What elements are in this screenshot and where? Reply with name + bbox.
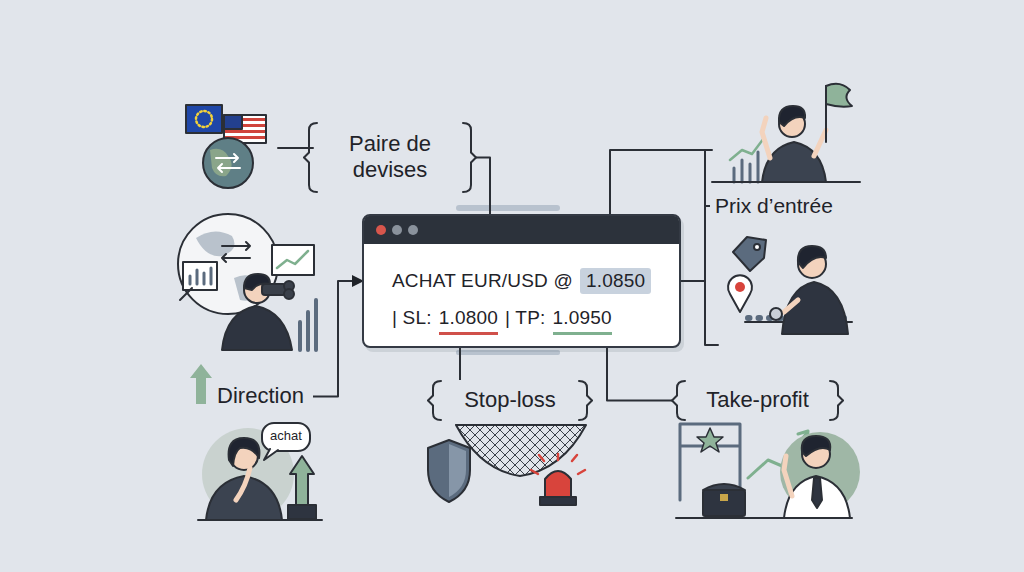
label-text: Stop-loss <box>464 387 556 413</box>
safety-net-figure <box>428 425 586 505</box>
leader-line <box>705 150 718 345</box>
label-box: Take-profit <box>671 379 844 422</box>
label-text: Direction <box>217 383 304 409</box>
target-figure <box>676 424 860 518</box>
connector <box>681 206 710 281</box>
bracket-stroke <box>463 123 476 192</box>
market-watch-figure <box>178 214 316 350</box>
bracket-stroke <box>304 123 317 192</box>
window-dot <box>376 225 386 235</box>
label-box: Stop-loss <box>427 379 593 422</box>
decision-figure <box>198 423 322 520</box>
currency-flags <box>186 105 266 188</box>
entry-price-figure <box>728 237 852 334</box>
window-dot <box>408 225 418 235</box>
connector <box>475 158 490 215</box>
bracket-stroke <box>830 381 843 420</box>
label-box: Direction <box>212 379 309 414</box>
label-text: Take-profit <box>706 387 809 413</box>
order-text: 1.0850 <box>580 268 651 294</box>
connector <box>459 348 461 380</box>
order-text: | TP: <box>505 305 545 331</box>
label-stack: Direction <box>216 383 305 409</box>
leader-line <box>610 150 712 214</box>
order-text: 1.0950 <box>553 307 612 335</box>
bracket-stroke <box>428 381 441 420</box>
connector <box>607 348 672 401</box>
label-box: Prix d’entrée <box>710 189 838 223</box>
window-dot <box>392 225 402 235</box>
bracket-stroke <box>579 381 592 420</box>
connector <box>313 281 363 397</box>
success-figure <box>712 84 860 182</box>
bracket-stroke <box>672 381 685 420</box>
order-text: 1.0800 <box>439 307 498 335</box>
window-titlebar <box>364 216 679 244</box>
order-text: ACHAT EUR/USD @ <box>392 268 573 294</box>
speech-text: achat <box>262 428 310 443</box>
up-arrow-icon <box>190 364 212 404</box>
label-stack: Take-profit <box>705 387 810 413</box>
label-stack: Paire de devises <box>329 131 451 184</box>
label-text: Prix d’entrée <box>715 193 833 218</box>
order-row: | SL: 1.0800 | TP: 1.0950 <box>364 305 679 335</box>
order-panel: ACHAT EUR/USD @ 1.0850 | SL: 1.0800 | TP: 1.0… <box>362 214 681 348</box>
order-row: ACHAT EUR/USD @ 1.0850 <box>364 268 679 294</box>
label-stack: Prix d’entrée <box>714 193 834 218</box>
order-text: | SL: <box>392 305 432 331</box>
label-text: Paire de devises <box>330 131 450 184</box>
label-stack: Stop-loss <box>463 387 557 413</box>
label-box: Paire de devises <box>303 121 477 194</box>
